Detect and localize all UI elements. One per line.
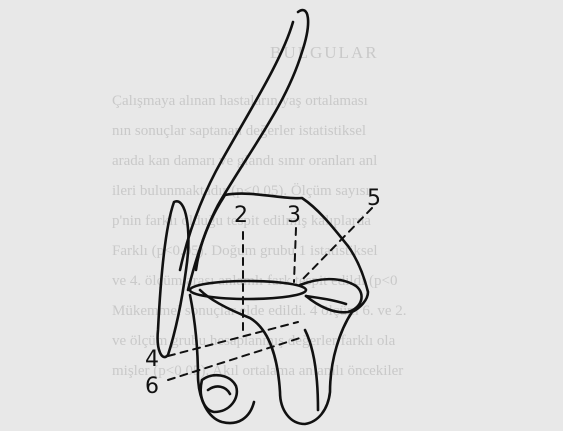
label-3: 3 xyxy=(287,203,301,228)
label-2: 2 xyxy=(234,203,248,228)
leader-line-4 xyxy=(168,322,298,356)
left-leaf-cartilage xyxy=(158,201,189,357)
lower-front-contour xyxy=(190,295,254,423)
right-lower-contour xyxy=(305,330,318,410)
bottom-ring-inner xyxy=(208,387,230,394)
label-6: 6 xyxy=(145,374,159,399)
bottom-ring xyxy=(201,375,237,412)
leader-line-6 xyxy=(168,338,300,380)
leader-line-3 xyxy=(294,228,296,282)
main-body-outline xyxy=(196,194,368,424)
upper-ring-ellipse xyxy=(190,281,306,299)
label-4: 4 xyxy=(145,347,159,372)
label-5: 5 xyxy=(367,186,381,211)
